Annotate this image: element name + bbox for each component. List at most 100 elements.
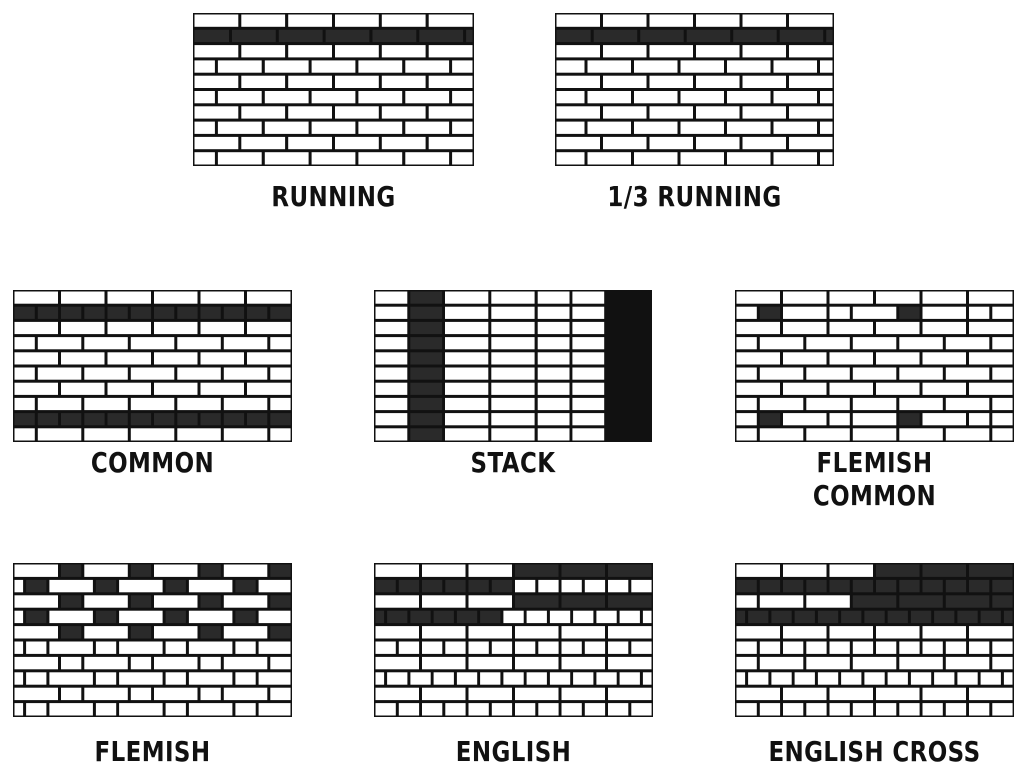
stretcher-brick — [410, 672, 431, 685]
stretcher-brick — [573, 672, 594, 685]
stretcher-brick — [945, 656, 990, 670]
english-cross-bond-label: ENGLISH CROSS — [768, 735, 981, 768]
stretcher-brick — [992, 428, 1013, 441]
stretcher-brick — [270, 306, 291, 319]
header-brick — [200, 626, 221, 639]
stretcher-brick — [561, 656, 605, 670]
running-bond-panel: RUNNING — [193, 13, 474, 213]
stretcher-brick — [515, 579, 536, 593]
stretcher-brick — [410, 397, 443, 411]
stretcher-brick — [445, 397, 489, 411]
stretcher-brick — [876, 579, 897, 593]
stretcher-brick — [515, 626, 559, 639]
stretcher-brick — [422, 656, 466, 670]
stretcher-brick — [130, 367, 175, 380]
stretcher-brick — [1003, 610, 1013, 624]
stretcher-brick — [456, 672, 478, 685]
stretcher-brick — [596, 610, 617, 624]
stretcher-brick — [37, 428, 82, 441]
stretcher-brick — [771, 610, 792, 624]
stretcher-brick — [14, 397, 35, 411]
header-brick — [130, 626, 152, 639]
stretcher-brick — [194, 45, 239, 58]
stretcher-brick — [922, 291, 966, 304]
stretcher-brick — [969, 382, 1013, 395]
stretcher-brick — [14, 687, 58, 701]
stretcher-brick — [14, 413, 35, 426]
stretcher-brick — [608, 641, 629, 654]
stretcher-brick — [194, 152, 215, 165]
stretcher-brick — [188, 610, 233, 624]
stretcher-brick — [223, 413, 245, 426]
stretcher-brick — [910, 610, 932, 624]
stretcher-brick — [876, 291, 920, 304]
stretcher-brick — [387, 672, 408, 685]
stretcher-brick — [154, 595, 198, 608]
stretcher-brick — [325, 29, 370, 43]
stretcher-brick — [264, 152, 309, 165]
stretcher-brick — [876, 564, 920, 577]
stretcher-brick — [538, 703, 559, 716]
stretcher-brick — [247, 413, 268, 426]
stretcher-brick — [223, 337, 268, 350]
stretcher-brick — [375, 382, 408, 395]
stretcher-brick — [14, 579, 24, 593]
stretcher-brick — [422, 564, 466, 577]
stretcher-brick — [188, 579, 233, 593]
stretcher-brick — [398, 703, 420, 716]
stretcher-brick — [119, 579, 163, 593]
header-brick — [200, 595, 221, 608]
stretcher-brick — [969, 703, 990, 716]
stretcher-brick — [969, 321, 1013, 335]
running-bond-label: RUNNING — [271, 180, 396, 213]
stretcher-brick — [992, 367, 1013, 380]
stretcher-brick — [806, 579, 827, 593]
header-brick — [235, 610, 256, 624]
stretcher-brick — [864, 610, 885, 624]
stretcher-brick — [634, 91, 678, 104]
stretcher-brick — [992, 656, 1013, 670]
stretcher-brick — [922, 352, 966, 365]
stretcher-brick — [573, 610, 594, 624]
stretcher-brick — [49, 610, 93, 624]
stretcher-brick — [358, 60, 403, 73]
stretcher-brick — [194, 136, 239, 150]
stretcher-brick — [910, 672, 932, 685]
stretcher-brick — [107, 306, 128, 319]
stretcher-brick — [154, 382, 198, 395]
stretcher-brick — [561, 703, 582, 716]
stretcher-brick — [14, 337, 35, 350]
header-brick — [829, 306, 850, 319]
flemish-common-bond-label: FLEMISH COMMON — [812, 446, 937, 512]
stretcher-brick — [288, 75, 332, 88]
stretcher-brick — [491, 367, 535, 380]
stretcher-brick — [789, 45, 833, 58]
stretcher-brick — [335, 75, 379, 88]
stretcher-brick — [14, 656, 58, 670]
stretcher-brick — [829, 382, 873, 395]
stretcher-brick — [619, 672, 640, 685]
mortar-background — [13, 290, 292, 442]
stretcher-brick — [852, 413, 897, 426]
stretcher-brick — [405, 60, 450, 73]
stretcher-brick — [387, 610, 408, 624]
stretcher-brick — [945, 397, 990, 411]
header-brick — [969, 306, 990, 319]
stretcher-brick — [154, 564, 198, 577]
stretcher-brick — [491, 306, 535, 319]
header-brick — [235, 641, 256, 654]
flemish-common-bond-diagram — [735, 290, 1014, 442]
stretcher-brick — [608, 703, 629, 716]
stretcher-brick — [794, 610, 815, 624]
stretcher-brick — [264, 60, 309, 73]
stretcher-brick — [572, 352, 605, 365]
stretcher-brick — [515, 641, 536, 654]
stretcher-brick — [223, 626, 268, 639]
stretcher-brick — [727, 152, 771, 165]
stretcher-brick — [899, 579, 920, 593]
header-brick — [899, 413, 920, 426]
stretcher-brick — [783, 291, 827, 304]
stretcher-brick — [223, 306, 245, 319]
stretcher-brick — [538, 579, 559, 593]
stretcher-brick — [247, 321, 291, 335]
